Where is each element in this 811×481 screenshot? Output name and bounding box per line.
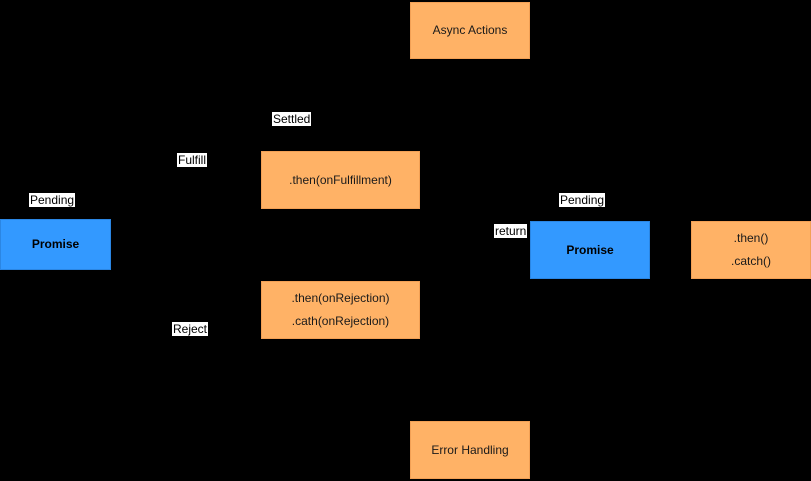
label-settled: Settled [272, 112, 312, 126]
node-then-catch-line1: .then() [733, 231, 769, 245]
node-then-catch: .then() .catch() [691, 221, 811, 279]
node-async-actions-label: Async Actions [432, 23, 508, 37]
label-reject: Reject [172, 322, 209, 336]
node-promise-left-label: Promise [31, 237, 80, 251]
node-then-onrejection: .then(onRejection) .cath(onRejection) [261, 281, 420, 339]
node-then-catch-line2: .catch() [730, 254, 771, 268]
node-error-handling-label: Error Handling [431, 442, 509, 457]
node-promise-right-label: Promise [566, 242, 614, 257]
node-promise-right: Promise [530, 221, 650, 279]
node-async-actions: Async Actions [410, 2, 530, 59]
node-promise-left: Promise [0, 219, 111, 270]
node-then-onrejection-line1: .then(onRejection) [291, 291, 390, 305]
node-then-onrejection-line2: .cath(onRejection) [291, 314, 390, 328]
label-return: return [494, 224, 528, 238]
node-then-onfulfillment: .then(onFulfillment) [261, 151, 420, 209]
label-fulfill: Fulfill [177, 153, 208, 167]
node-then-onfulfillment-label: .then(onFulfillment) [289, 172, 392, 187]
label-pending-left: Pending [29, 193, 76, 207]
label-pending-right: Pending [559, 193, 606, 207]
node-error-handling: Error Handling [410, 421, 530, 479]
